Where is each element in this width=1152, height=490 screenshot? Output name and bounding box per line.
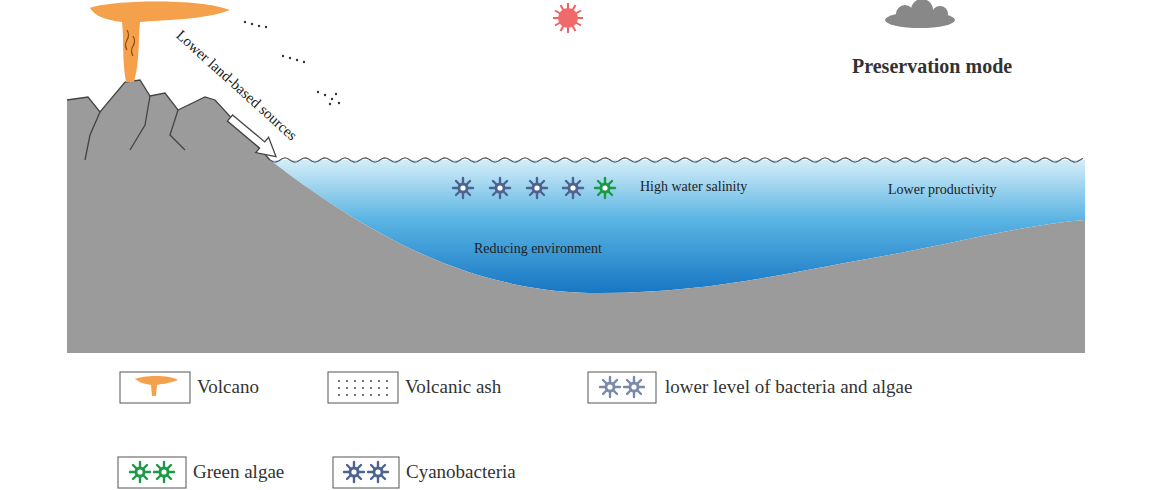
ash-dot xyxy=(296,59,298,61)
legend-swatches xyxy=(118,372,656,488)
ash-dot xyxy=(303,61,305,63)
cloud xyxy=(885,0,955,28)
ash-dot xyxy=(335,93,337,95)
legend-text: Cyanobacteria xyxy=(406,461,516,483)
microbes xyxy=(453,178,615,198)
ash-dot xyxy=(244,21,246,23)
ash-dot xyxy=(251,23,253,25)
legend-text: Green algae xyxy=(193,461,284,483)
ash-dot xyxy=(317,91,319,93)
ash-dot xyxy=(258,25,260,27)
water-surface xyxy=(270,158,1083,162)
legend-text: lower level of bacteria and algae xyxy=(665,376,912,398)
water-label: Reducing environment xyxy=(474,241,602,257)
ash-dot xyxy=(282,55,284,57)
ash-dot xyxy=(331,98,333,100)
water-label: Lower productivity xyxy=(888,182,996,198)
ash-dot xyxy=(338,102,340,104)
water-label: High water salinity xyxy=(640,179,747,195)
ash-dot xyxy=(329,103,331,105)
diagram-title: Preservation mode xyxy=(852,55,1012,78)
ground xyxy=(67,80,1085,353)
sun xyxy=(553,3,583,33)
volcanic-ash xyxy=(244,21,340,105)
ash-dot xyxy=(265,26,267,28)
legend-text: Volcano xyxy=(197,376,259,398)
ash-dot xyxy=(289,57,291,59)
ash-dot xyxy=(324,94,326,96)
legend-text: Volcanic ash xyxy=(405,376,501,398)
